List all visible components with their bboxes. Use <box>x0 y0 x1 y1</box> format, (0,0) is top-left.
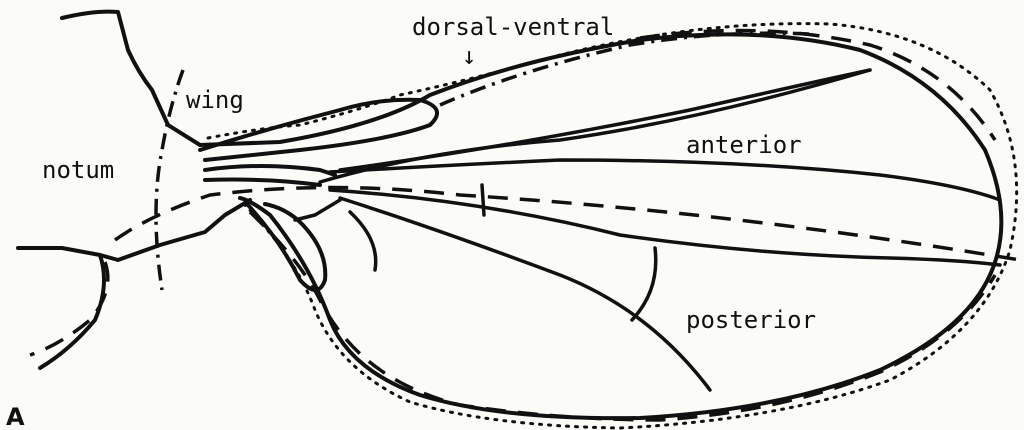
vein-l5 <box>340 198 710 390</box>
dorsal-ventral-label: dorsal-ventral <box>412 13 614 41</box>
notum-dashed-boundary <box>30 262 108 355</box>
dorsal-ventral-boundary-dotted <box>208 24 1017 428</box>
margin-dashed-lower <box>250 212 995 420</box>
posterior-label: posterior <box>686 306 816 334</box>
hinge-line-1 <box>205 166 335 175</box>
notum-label: notum <box>42 156 114 184</box>
anterior-crossvein <box>482 185 484 215</box>
notum-inner-curve <box>40 255 104 368</box>
hinge-vein-branch <box>295 200 340 220</box>
dorsal-ventral-arrow: ↓ <box>462 42 476 70</box>
hinge-line-2 <box>205 180 320 185</box>
panel-label: A <box>6 403 25 430</box>
vein-l2 <box>330 160 1000 200</box>
anterior-label: anterior <box>686 131 802 159</box>
wing-margin <box>200 34 1001 418</box>
vein-stub <box>350 212 376 270</box>
wing-label: wing <box>186 86 244 114</box>
thorax-lower-outline <box>18 200 250 260</box>
posterior-crossvein <box>632 248 656 320</box>
